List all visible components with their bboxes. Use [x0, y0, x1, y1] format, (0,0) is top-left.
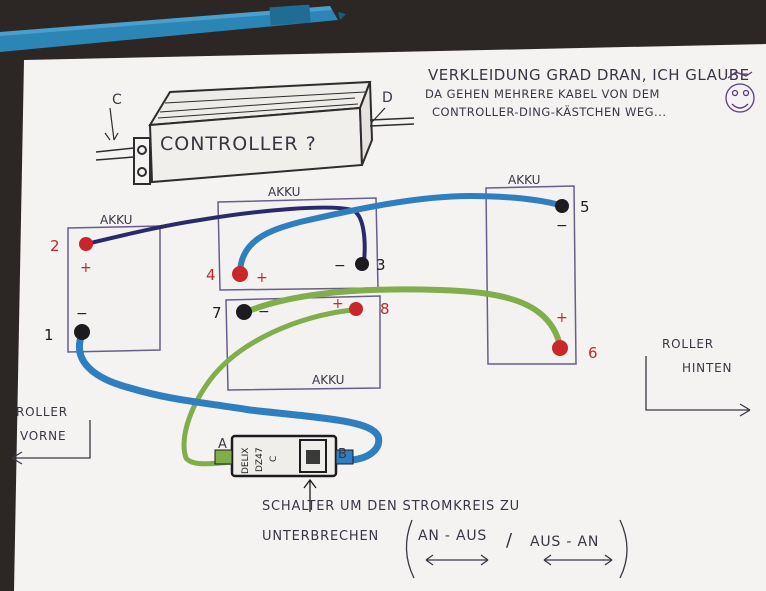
roller-back-line-2: HINTEN	[682, 361, 732, 375]
controller-tag-c: C	[112, 92, 122, 108]
polarity-minus-7: −	[258, 304, 270, 320]
pen	[0, 4, 346, 52]
controller-tag-d: D	[382, 90, 393, 106]
wire-green-7-6	[243, 286, 563, 349]
note-line-2: DA GEHEN MEHRERE KABEL VON DEM	[425, 87, 660, 101]
roller-back-arrow	[645, 356, 751, 417]
paper-sheet	[14, 44, 766, 591]
polarity-plus-8: +	[332, 296, 344, 312]
roller-back-line-1: ROLLER	[662, 337, 714, 351]
polarity-minus-3: −	[334, 258, 346, 274]
terminal-number-5: 5	[580, 198, 590, 216]
wire-navy-2-3	[84, 205, 367, 264]
terminal-number-3: 3	[376, 256, 386, 274]
switch-model: DZ47	[255, 447, 265, 472]
terminal-number-7: 7	[212, 304, 222, 322]
terminal-number-1: 1	[44, 326, 54, 344]
wire-blue-4-5	[237, 192, 565, 277]
battery-left-label: AKKU	[100, 213, 132, 227]
roller-front-line-2: VORNE	[20, 429, 66, 443]
switch-caption-line-2: UNTERBRECHEN	[262, 529, 379, 544]
polarity-minus-5: −	[556, 218, 568, 234]
terminal-7	[236, 304, 252, 320]
battery-left	[67, 225, 161, 353]
smiley-doodle	[725, 71, 755, 113]
wire-blue-1-B	[76, 330, 383, 464]
battery-top-middle-label: AKKU	[268, 185, 300, 199]
polarity-plus-6: +	[556, 310, 568, 326]
terminal-4	[232, 266, 248, 282]
polarity-plus-4: +	[256, 270, 268, 286]
option-on-off: AN - AUS	[418, 528, 487, 544]
double-arrow-right	[543, 554, 613, 566]
terminal-5	[555, 199, 569, 213]
battery-right	[485, 185, 577, 365]
terminal-number-6: 6	[588, 344, 598, 362]
terminal-number-4: 4	[206, 266, 216, 284]
option-off-on: AUS - AN	[530, 534, 599, 550]
option-slash: /	[506, 530, 513, 551]
switch-breaker	[214, 434, 354, 478]
polarity-minus-1: −	[76, 306, 88, 322]
switch-caption-line-1: SCHALTER UM DEN STROMKREIS ZU	[262, 499, 520, 514]
polarity-plus-2: +	[80, 260, 92, 276]
controller-box	[95, 80, 415, 185]
terminal-3	[355, 257, 369, 271]
roller-front-line-1: ROLLER	[16, 405, 68, 419]
note-text: VERKLEIDUNG GRAD DRAN, ICH GLAUBE DA GEH…	[425, 66, 750, 119]
paren-right	[619, 519, 628, 579]
roller-front-arrow	[11, 420, 91, 465]
battery-bottom-middle-label: AKKU	[312, 373, 344, 387]
terminal-1	[74, 324, 90, 340]
switch-tag-b: B	[338, 447, 347, 462]
switch-pointer-arrow	[303, 478, 317, 512]
switch-brand: DELIX	[241, 448, 251, 474]
note-line-3: CONTROLLER-DING-KÄSTCHEN WEG...	[432, 104, 667, 119]
terminal-6	[552, 340, 568, 356]
terminal-8	[349, 302, 363, 316]
switch-tag-a: A	[218, 437, 227, 452]
switch-rating: C	[269, 456, 279, 462]
battery-right-label: AKKU	[508, 173, 540, 187]
terminal-2	[79, 237, 93, 251]
controller-label: CONTROLLER ?	[160, 133, 317, 155]
paren-left	[405, 519, 415, 579]
note-line-1: VERKLEIDUNG GRAD DRAN, ICH GLAUBE	[428, 66, 750, 84]
terminal-number-2: 2	[50, 237, 60, 255]
double-arrow-left	[425, 554, 489, 566]
terminal-number-8: 8	[380, 300, 390, 318]
